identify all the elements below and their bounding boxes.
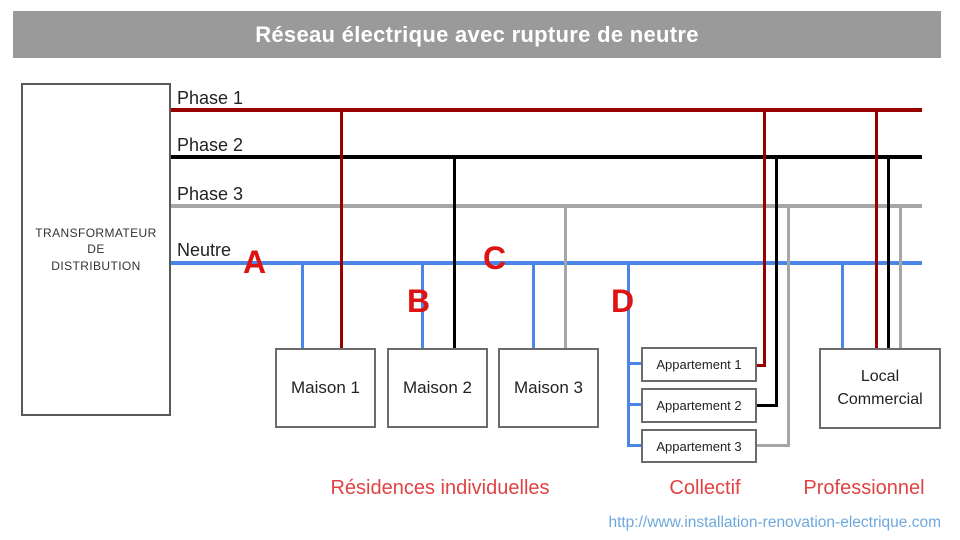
phase3-drop-apartment3 (787, 204, 790, 447)
maison1-box: Maison 1 (275, 348, 376, 428)
phase3-drop-local (899, 204, 902, 348)
apartment3-box: Appartement 3 (641, 429, 757, 463)
maison3-box: Maison 3 (498, 348, 599, 428)
phase2-wire (171, 155, 922, 159)
phase2-label: Phase 2 (177, 135, 244, 155)
phase3-wire (171, 204, 922, 208)
phase3-drop-maison3 (564, 204, 567, 348)
apartment2-box: Appartement 2 (641, 388, 757, 423)
neutral-drop-maison3 (532, 261, 535, 348)
phase2-stub-apartment2 (757, 404, 778, 407)
neutral-drop-maison1 (301, 261, 304, 348)
local-commercial-box: Local Commercial (819, 348, 941, 429)
maison1-label: Maison 1 (291, 378, 360, 397)
neutral-stub-apartment2 (627, 403, 641, 406)
marker-b: B (407, 283, 431, 319)
transformer-label-line2: DE (87, 242, 105, 257)
neutral-wire (171, 261, 922, 265)
phase1-drop-local (875, 108, 878, 348)
marker-d: D (611, 283, 635, 319)
phase2-drop-apartment2 (775, 155, 778, 407)
local-commercial-label: Local Commercial (837, 366, 922, 411)
phase3-stub-apartment3 (757, 444, 790, 447)
apartment1-label: Appartement 1 (656, 357, 742, 372)
phase1-wire (171, 108, 922, 112)
maison2-box: Maison 2 (387, 348, 488, 428)
apartment2-label: Appartement 2 (656, 398, 742, 413)
local-label-line2: Commercial (837, 390, 923, 408)
apartment3-label: Appartement 3 (656, 438, 742, 454)
neutral-drop-local (841, 261, 844, 348)
phase2-drop-local (887, 155, 890, 348)
marker-c: C (483, 240, 507, 276)
phase1-drop-maison1 (340, 108, 343, 348)
neutral-stub-apartment1 (627, 362, 641, 365)
marker-a: A (243, 244, 267, 280)
phase3-label: Phase 3 (177, 184, 244, 204)
local-label-line1: Local (860, 368, 900, 386)
phase1-stub-apartment1 (757, 364, 766, 367)
phase1-drop-apartment1 (763, 108, 766, 367)
neutral-trunk-apartments (627, 261, 630, 447)
maison3-label: Maison 3 (514, 378, 583, 397)
category-professional: Professionnel (803, 477, 925, 499)
page-title: Réseau électrique avec rupture de neutre (255, 21, 699, 47)
phase2-drop-maison2 (453, 155, 456, 348)
neutral-stub-apartment3 (627, 444, 641, 447)
maison2-label: Maison 2 (403, 378, 472, 397)
neutral-drop-maison2 (421, 261, 424, 348)
phase1-label: Phase 1 (177, 88, 244, 108)
transformer-label-line1: TRANSFORMATEUR (35, 226, 157, 241)
source-url: http://www.installation-renovation-elect… (608, 514, 941, 531)
transformer-box: TRANSFORMATEUR DE DISTRIBUTION (21, 83, 171, 416)
title-bar: Réseau électrique avec rupture de neutre (13, 11, 941, 58)
neutral-label: Neutre (177, 240, 232, 260)
transformer-label-line3: DISTRIBUTION (51, 258, 141, 273)
category-individual: Résidences individuelles (330, 477, 550, 499)
apartment1-box: Appartement 1 (641, 347, 757, 382)
category-collective: Collectif (669, 477, 741, 499)
